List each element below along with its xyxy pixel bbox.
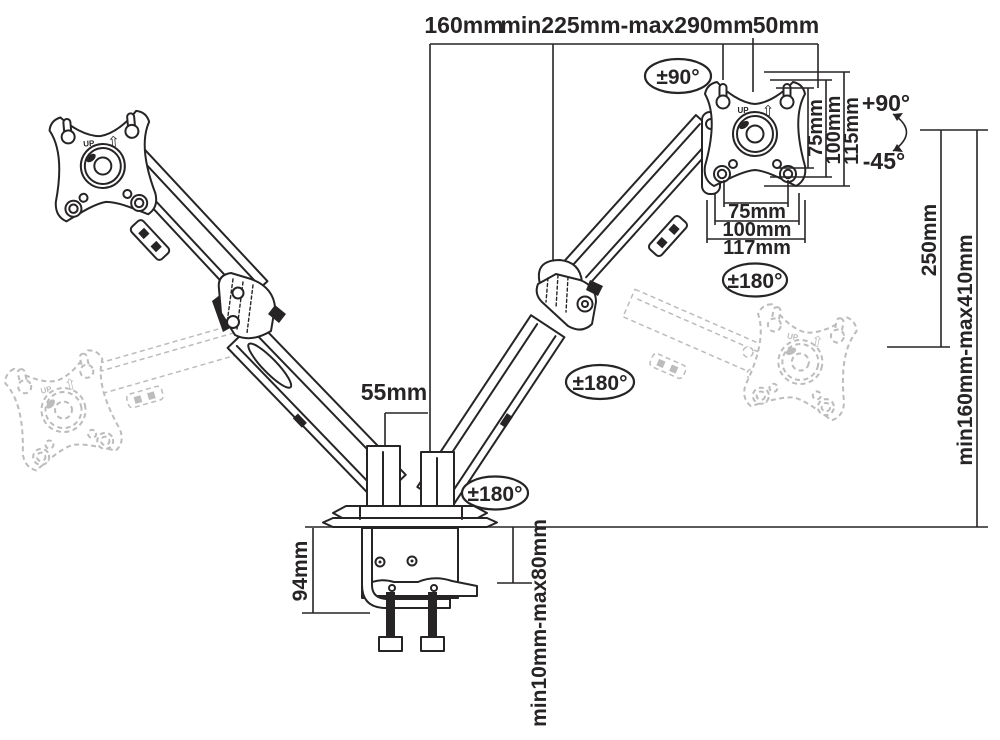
ghost-latch — [649, 352, 687, 380]
right-elbow-joint — [535, 259, 603, 331]
dim-label-height-range: min160mm-max410mm — [954, 234, 977, 465]
dim-label-250mm: 250mm — [918, 204, 941, 276]
left-elbow-joint — [212, 272, 286, 340]
beam-slot — [247, 342, 293, 389]
clamp-screw — [428, 592, 437, 638]
angle-label-minus45: -45° — [863, 148, 905, 174]
dim-label-100mm-bottom: 100mm — [723, 219, 792, 241]
clamp-lower-arm — [363, 577, 478, 597]
dim-label-225-290mm: min225mm-max290mm — [500, 12, 753, 38]
angle-label-rotate-base: ±180° — [468, 483, 523, 506]
desk-clamp — [361, 527, 478, 652]
tilt-arc — [892, 113, 908, 152]
dim-label-75mm-bottom: 75mm — [728, 201, 786, 223]
callout-pan-top — [643, 57, 713, 95]
ghost-beam — [90, 322, 249, 396]
callout-rotate-plate — [721, 262, 789, 298]
callout-rotate-base — [460, 475, 530, 511]
ghost-vesa-plate-right — [740, 301, 860, 423]
right-upper-beam — [559, 114, 723, 289]
right-quick-release-clip — [647, 214, 689, 258]
dim-label-75mm-side: 75mm — [805, 99, 827, 157]
angle-label-rotate-plate: ±180° — [728, 270, 783, 293]
ghost-right-arm — [622, 288, 769, 380]
base-plate-flange — [322, 517, 498, 528]
dim-label-55mm: 55mm — [361, 379, 427, 405]
dim-label-desk-thickness: min10mm-max80mm — [528, 519, 551, 727]
angle-label-rotate-arm: ±180° — [573, 372, 628, 395]
dim-label-117mm-bottom: 117mm — [723, 237, 791, 259]
clamp-screw-foot — [378, 636, 403, 652]
dim-label-50mm: 50mm — [753, 12, 819, 38]
ghost-latch — [125, 385, 165, 409]
clamp-hook — [361, 527, 451, 609]
dim-label-94mm: 94mm — [289, 541, 312, 602]
dim-label-100mm-side: 100mm — [823, 96, 845, 165]
left-quick-release-clip — [129, 219, 171, 261]
angle-label-pan-top: ±90° — [656, 66, 699, 89]
ghost-left-arm — [90, 322, 249, 409]
ghost-beam — [622, 288, 769, 376]
left-lower-beam — [226, 319, 407, 504]
angle-label-plus90: +90° — [862, 90, 910, 116]
vesa-plate-right — [703, 81, 807, 187]
callout-rotate-arm — [564, 363, 636, 401]
dimension-labels: 160mm min225mm-max290mm 50mm 55mm 75mm 1… — [289, 12, 977, 727]
clamp-screw-foot — [420, 636, 445, 652]
dim-label-115mm-side: 115mm — [841, 97, 863, 165]
dim-label-160mm: 160mm — [424, 12, 503, 38]
dimension-lines — [430, 38, 908, 243]
clamp-screw — [386, 592, 395, 638]
vesa-plate-left — [47, 108, 159, 224]
